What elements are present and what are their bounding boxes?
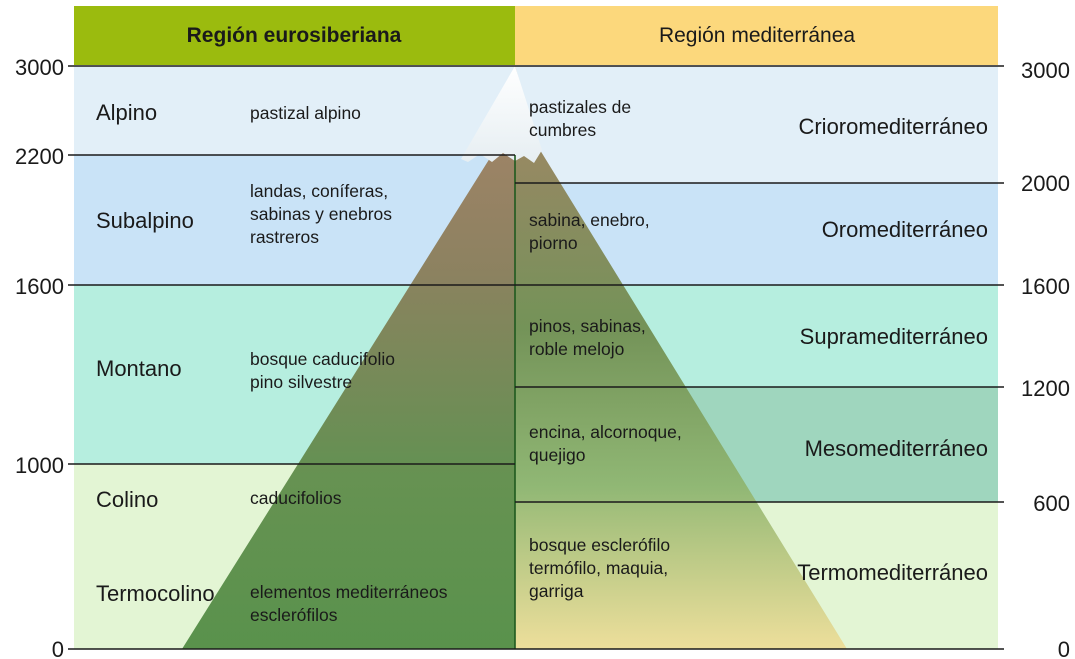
right-axis-tick: 0 (1058, 637, 1070, 659)
right-axis-tick: 1600 (1021, 274, 1070, 299)
vegetation-line: bosque caducifolio (250, 349, 395, 369)
right-axis-tick: 3000 (1021, 58, 1070, 83)
zone-name-supramediterraneo: Supramediterráneo (800, 324, 988, 349)
vegetation-colino: caducifolios (250, 488, 342, 508)
vegetation-line: cumbres (529, 120, 596, 140)
left-axis-tick: 0 (52, 637, 64, 659)
vegetation-line: landas, coníferas, (250, 181, 388, 201)
mountain-right-slope (515, 66, 847, 649)
mediterranean-header: Región mediterránea (659, 24, 855, 47)
zone-name-termomediterraneo: Termomediterráneo (797, 560, 988, 585)
vegetation-line: quejigo (529, 445, 585, 465)
vegetation-montano: bosque caducifolio pino silvestre (250, 349, 400, 392)
snow-cap (461, 66, 542, 163)
vegetation-termocolino: elementos mediterráneos esclerófilos (250, 582, 452, 625)
vegetation-line: caducifolios (250, 488, 342, 508)
vegetation-line: pastizales de (529, 97, 631, 117)
vegetation-line: piorno (529, 233, 578, 253)
vegetation-supramediterraneo: pinos, sabinas, roble melojo (529, 316, 651, 359)
vegetation-line: pino silvestre (250, 372, 352, 392)
zone-name-alpino: Alpino (96, 100, 157, 125)
vegetation-line: elementos mediterráneos (250, 582, 448, 602)
mediterranean-header-bar (515, 6, 998, 65)
vegetation-line: roble melojo (529, 339, 624, 359)
eurosiberian-header: Región eurosiberiana (187, 24, 402, 47)
vegetation-line: termófilo, maquia, (529, 558, 668, 578)
vegetation-line: rastreros (250, 227, 319, 247)
right-axis-tick: 2000 (1021, 171, 1070, 196)
vegetation-line: sabina, enebro, (529, 210, 650, 230)
zone-name-subalpino: Subalpino (96, 208, 194, 233)
crioromediterranean-band (515, 66, 998, 183)
mountain-left-slope (182, 66, 515, 649)
vegetation-oromediterraneo: sabina, enebro, piorno (529, 210, 655, 253)
eurosiberian-header-bar (74, 6, 515, 65)
zone-name-crioromediterraneo: Crioromediterráneo (798, 114, 988, 139)
left-axis-tick: 2200 (15, 144, 64, 169)
left-axis-tick: 1600 (15, 274, 64, 299)
zone-name-termocolino: Termocolino (96, 581, 215, 606)
vegetation-mesomediterraneo: encina, alcornoque, quejigo (529, 422, 687, 465)
vegetation-crioromediterraneo: pastizales de cumbres (529, 97, 636, 140)
zone-name-oromediterraneo: Oromediterráneo (822, 217, 988, 242)
vegetation-line: sabinas y enebros (250, 204, 392, 224)
vegetation-line: encina, alcornoque, (529, 422, 682, 442)
vegetation-line: pinos, sabinas, (529, 316, 646, 336)
vegetation-line: esclerófilos (250, 605, 338, 625)
left-axis-tick: 3000 (15, 55, 64, 80)
left-axis-tick: 1000 (15, 453, 64, 478)
vegetation-line: garriga (529, 581, 584, 601)
vegetation-termomediterraneo: bosque esclerófilo termófilo, maquia, ga… (529, 535, 675, 601)
zone-name-colino: Colino (96, 487, 158, 512)
vegetation-alpino: pastizal alpino (250, 103, 361, 123)
zone-name-mesomediterraneo: Mesomediterráneo (805, 436, 988, 461)
zone-name-montano: Montano (96, 356, 182, 381)
right-axis-tick: 1200 (1021, 376, 1070, 401)
vegetation-line: bosque esclerófilo (529, 535, 670, 555)
right-axis-tick: 600 (1033, 491, 1070, 516)
vegetation-line: pastizal alpino (250, 103, 361, 123)
alpine-band (74, 66, 515, 155)
vegetation-subalpino: landas, coníferas, sabinas y enebros ras… (250, 181, 397, 247)
